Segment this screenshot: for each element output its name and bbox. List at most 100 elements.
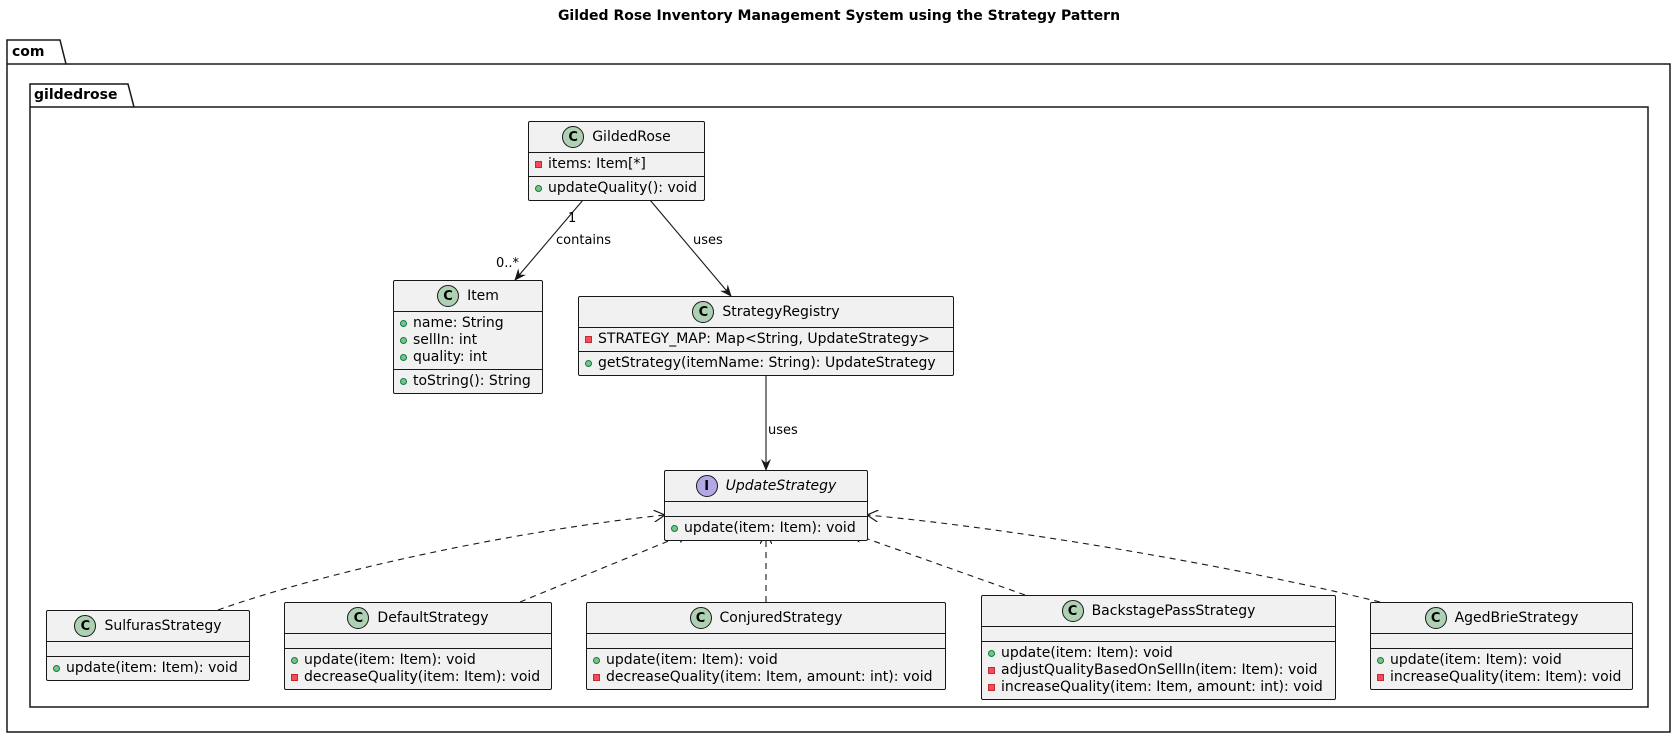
fields-section (47, 642, 249, 657)
public-visibility-icon (400, 337, 407, 344)
private-visibility-icon (1377, 674, 1384, 681)
class-header: C AgedBrieStrategy (1371, 603, 1632, 634)
realization-agedbrie-line (867, 515, 1381, 603)
class-stereotype-icon: C (689, 607, 712, 629)
interface-updatestrategy[interactable]: I UpdateStrategy update(item: Item): voi… (664, 470, 868, 541)
class-stereotype-icon: C (74, 615, 97, 637)
field-text: quality: int (413, 349, 488, 365)
method-text: adjustQualityBasedOnSellIn(item: Item): … (1001, 662, 1318, 678)
class-name: AgedBrieStrategy (1454, 610, 1579, 626)
class-stereotype-icon: C (347, 607, 370, 629)
method-row: decreaseQuality(item: Item): void (291, 669, 545, 686)
private-visibility-icon (291, 674, 298, 681)
public-visibility-icon (291, 657, 298, 664)
class-stereotype-icon: C (437, 285, 460, 307)
method-text: increaseQuality(item: Item, amount: int)… (1001, 679, 1323, 695)
class-backstagepassstrategy[interactable]: C BackstagePassStrategy update(item: Ite… (981, 595, 1336, 700)
relation-uses-registry-line (649, 199, 732, 297)
public-visibility-icon (671, 525, 678, 532)
method-text: update(item: Item): void (304, 652, 476, 668)
private-visibility-icon (988, 684, 995, 691)
method-text: update(item: Item): void (606, 652, 778, 668)
method-text: decreaseQuality(item: Item): void (304, 669, 541, 685)
package-gildedrose-label: gildedrose (34, 87, 118, 103)
fields-section: STRATEGY_MAP: Map<String, UpdateStrategy… (579, 328, 953, 352)
method-row: updateQuality(): void (535, 180, 698, 197)
class-name: BackstagePassStrategy (1091, 603, 1256, 619)
field-text: name: String (413, 315, 504, 331)
class-gildedrose[interactable]: C GildedRose items: Item[*] updateQualit… (528, 121, 705, 201)
fields-section: name: String sellIn: int quality: int (394, 312, 542, 370)
contains-label: contains (556, 233, 612, 248)
private-visibility-icon (593, 674, 600, 681)
method-text: update(item: Item): void (1001, 645, 1173, 661)
methods-section: update(item: Item): void decreaseQuality… (285, 649, 551, 689)
class-name: DefaultStrategy (377, 610, 489, 626)
package-com-frame (6, 39, 1671, 733)
method-row: increaseQuality(item: Item, amount: int)… (988, 679, 1329, 696)
contains-source-multiplicity: 1 (568, 211, 577, 226)
fields-section (982, 627, 1335, 642)
public-visibility-icon (585, 360, 592, 367)
contains-target-multiplicity: 0..* (496, 256, 520, 271)
methods-section: update(item: Item): void decreaseQuality… (587, 649, 945, 689)
public-visibility-icon (400, 354, 407, 361)
class-name: ConjuredStrategy (719, 610, 843, 626)
field-row: items: Item[*] (535, 156, 698, 173)
private-visibility-icon (585, 336, 592, 343)
field-row: quality: int (400, 349, 536, 366)
method-text: update(item: Item): void (1390, 652, 1562, 668)
field-text: STRATEGY_MAP: Map<String, UpdateStrategy… (598, 331, 930, 347)
method-row: increaseQuality(item: Item): void (1377, 669, 1626, 686)
interface-stereotype-icon: I (695, 475, 718, 497)
class-header: C BackstagePassStrategy (982, 596, 1335, 627)
class-stereotype-icon: C (1061, 600, 1084, 622)
realization-backstage-line (851, 533, 1026, 596)
class-conjuredstrategy[interactable]: C ConjuredStrategy update(item: Item): v… (586, 602, 946, 690)
class-stereotype-icon: C (1424, 607, 1447, 629)
class-agedbriestrategy[interactable]: C AgedBrieStrategy update(item: Item): v… (1370, 602, 1633, 690)
class-header: C ConjuredStrategy (587, 603, 945, 634)
fields-section (1371, 634, 1632, 649)
class-item[interactable]: C Item name: String sellIn: int quality:… (393, 280, 543, 394)
method-text: updateQuality(): void (548, 180, 698, 196)
class-stereotype-icon: C (562, 126, 585, 148)
method-row: update(item: Item): void (1377, 652, 1626, 669)
class-name: Item (467, 288, 499, 304)
package-com-label: com (12, 44, 45, 60)
package-gildedrose-frame (29, 83, 1649, 708)
method-text: toString(): String (413, 373, 531, 389)
methods-section: getStrategy(itemName: String): UpdateStr… (579, 352, 953, 375)
method-row: update(item: Item): void (988, 645, 1329, 662)
method-row: decreaseQuality(item: Item, amount: int)… (593, 669, 939, 686)
method-row: adjustQualityBasedOnSellIn(item: Item): … (988, 662, 1329, 679)
public-visibility-icon (988, 650, 995, 657)
class-header: C GildedRose (529, 122, 704, 153)
field-text: items: Item[*] (548, 156, 646, 172)
method-row: update(item: Item): void (593, 652, 939, 669)
class-stereotype-icon: C (692, 301, 715, 323)
class-defaultstrategy[interactable]: C DefaultStrategy update(item: Item): vo… (284, 602, 552, 690)
field-row: STRATEGY_MAP: Map<String, UpdateStrategy… (585, 331, 947, 348)
method-text: increaseQuality(item: Item): void (1390, 669, 1622, 685)
class-strategyregistry[interactable]: C StrategyRegistry STRATEGY_MAP: Map<Str… (578, 296, 954, 376)
fields-section (665, 502, 867, 517)
public-visibility-icon (1377, 657, 1384, 664)
uses-strategy-label: uses (768, 423, 798, 438)
class-header: I UpdateStrategy (665, 471, 867, 502)
method-text: getStrategy(itemName: String): UpdateStr… (598, 355, 936, 371)
field-text: sellIn: int (413, 332, 478, 348)
method-text: decreaseQuality(item: Item, amount: int)… (606, 669, 933, 685)
fields-section: items: Item[*] (529, 153, 704, 177)
field-row: name: String (400, 315, 536, 332)
method-row: getStrategy(itemName: String): UpdateStr… (585, 355, 947, 372)
method-text: update(item: Item): void (684, 520, 856, 536)
fields-section (285, 634, 551, 649)
methods-section: update(item: Item): void increaseQuality… (1371, 649, 1632, 689)
method-row: update(item: Item): void (671, 520, 861, 537)
public-visibility-icon (53, 665, 60, 672)
methods-section: update(item: Item): void (47, 657, 249, 680)
relation-contains-line (514, 199, 584, 281)
class-sulfurasstrategy[interactable]: C SulfurasStrategy update(item: Item): v… (46, 610, 250, 681)
